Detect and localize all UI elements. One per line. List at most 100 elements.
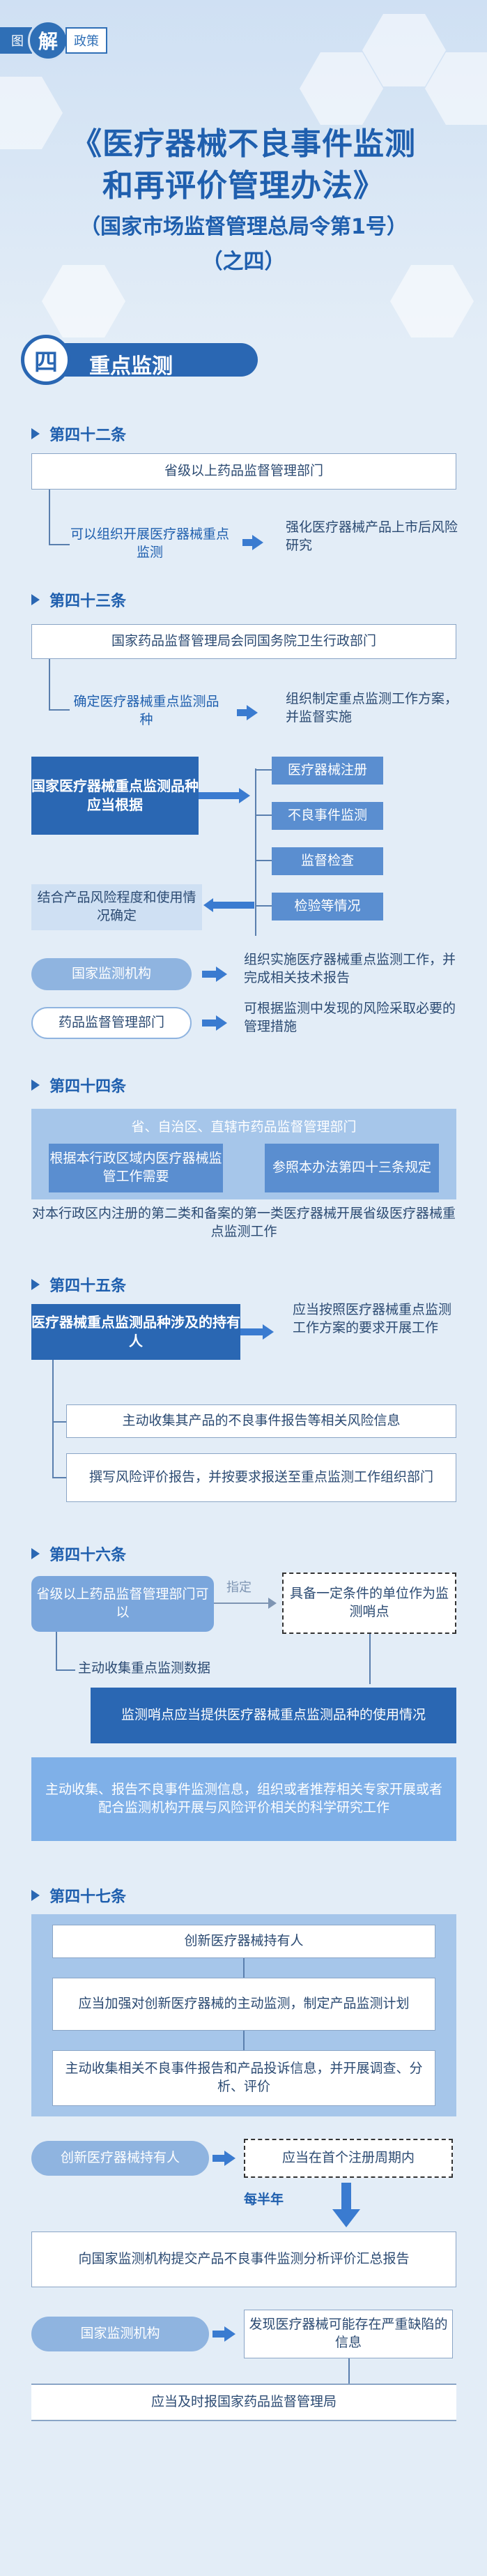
art46-dash-box: 具备一定条件的单位作为监测哨点 <box>282 1573 456 1634</box>
connector <box>49 659 50 709</box>
art44-left-box: 根据本行政区域内医疗器械监管工作需要 <box>49 1144 223 1192</box>
logo-right: 政策 <box>65 27 107 54</box>
art43-agency-pill: 国家监测机构 <box>31 958 192 990</box>
arrow-down-icon <box>332 2209 360 2227</box>
arrow-right-icon <box>216 967 227 982</box>
art42-left-box: 可以组织开展医疗器械重点监测 <box>70 526 229 560</box>
art47-dash-box: 应当在首个注册周期内 <box>244 2139 453 2178</box>
art43-basis-item-1: 医疗器械注册 <box>272 757 383 785</box>
arrow-right-icon <box>247 705 258 720</box>
article-46-heading: 第四十六条 <box>31 1543 126 1565</box>
art42-right-text: 强化医疗器械产品上市后风险研究 <box>286 520 458 553</box>
art45-item-2: 撰写风险评价报告，并按要求报送至重点监测工作组织部门 <box>66 1453 456 1502</box>
arrow-right-icon <box>224 2326 235 2342</box>
art43-agency-text: 组织实施医疗器械重点监测工作，并完成相关技术报告 <box>244 952 456 985</box>
arrow-stem <box>212 2155 226 2162</box>
arrow-right-icon <box>263 1324 274 1340</box>
art46-designate: 指定 <box>226 1580 252 1595</box>
art44-bottom-text: 对本行政区内注册的第二类和备案的第一类医疗器械开展省级医疗器械重点监测工作 <box>31 1206 456 1239</box>
arrow-right-icon <box>239 788 250 803</box>
connector <box>255 905 272 907</box>
art46-left-box: 省级以上药品监督管理部门可以 <box>31 1576 214 1632</box>
connector <box>49 490 50 544</box>
connector <box>56 1669 75 1671</box>
article-42-heading: 第四十二条 <box>31 423 126 445</box>
art47-top-box: 创新医疗器械持有人 <box>52 1925 435 1958</box>
arrow-stem <box>202 1020 217 1026</box>
art45-item-1: 主动收集其产品的不良事件报告等相关风险信息 <box>66 1404 456 1438</box>
connector <box>56 1632 57 1671</box>
art47-risk-box: 发现医疗器械可能存在严重缺陷的信息 <box>244 2310 453 2358</box>
art46-collect: 主动收集重点监测数据 <box>78 1660 211 1676</box>
hexagon-decoration <box>42 265 125 338</box>
art46-bottom-box: 主动收集、报告不良事件监测信息，组织或者推荐相关专家开展或者配合监测机构开展与风… <box>31 1757 456 1841</box>
connector <box>243 2031 245 2050</box>
art43-basis-box: 国家医疗器械重点监测品种应当根据 <box>31 757 199 835</box>
title-line2: 和再评价管理办法》 <box>102 168 385 204</box>
arrow-right-icon <box>252 535 263 550</box>
arrow-stem <box>199 792 240 799</box>
art46-sentinel-box: 监测哨点应当提供医疗器械重点监测品种的使用情况 <box>91 1688 456 1743</box>
art47-final-text: 应当及时报国家药品监督管理局 <box>31 2384 456 2421</box>
arrow-stem <box>212 902 254 909</box>
logo: 图 解 政策 <box>0 20 107 61</box>
arrow-right-icon <box>224 2151 235 2166</box>
part-label: （之四） <box>201 250 286 274</box>
arrow-stem <box>202 971 217 978</box>
connector <box>255 815 272 816</box>
arrow-stem <box>240 1328 264 1335</box>
connector <box>255 768 256 936</box>
connector <box>49 544 70 545</box>
art45-right-text: 应当按照医疗器械重点监测工作方案的要求开展工作 <box>293 1302 452 1335</box>
art43-right-text: 组织制定重点监测工作方案，并监督实施 <box>286 691 458 725</box>
arrow-stem <box>237 709 248 716</box>
article-44-heading: 第四十四条 <box>31 1074 126 1096</box>
art43-admin-text: 可根据监测中发现的风险采取必要的管理措施 <box>244 1001 456 1034</box>
art45-top-box: 医疗器械重点监测品种涉及的持有人 <box>31 1304 240 1360</box>
art43-basis-item-4: 检验等情况 <box>272 893 383 920</box>
arrow-right-icon <box>268 1598 277 1609</box>
section-label: 重点监测 <box>89 354 173 379</box>
art42-top-box: 省级以上药品监督管理部门 <box>31 453 456 490</box>
art43-top-box: 国家药品监督管理局会同国务院卫生行政部门 <box>31 624 456 659</box>
section-number: 四 <box>21 335 71 385</box>
connector <box>214 1603 270 1604</box>
art47-box3: 主动收集相关不良事件报告和产品投诉信息，并开展调查、分析、评价 <box>52 2050 435 2106</box>
connector <box>49 709 70 711</box>
art47-box2: 应当加强对创新医疗器械的主动监测，制定产品监测计划 <box>52 1978 435 2031</box>
art43-basis-item-2: 不良事件监测 <box>272 802 383 830</box>
art47-pill: 创新医疗器械持有人 <box>31 2141 209 2176</box>
article-45-heading: 第四十五条 <box>31 1273 126 1296</box>
art43-basis-item-3: 监督检查 <box>272 847 383 875</box>
art44-right-box: 参照本办法第四十三条规定 <box>265 1144 439 1192</box>
connector <box>369 1634 371 1684</box>
art43-combine-text: 结合产品风险程度和使用情况确定 <box>31 884 202 930</box>
arrow-stem <box>341 2183 351 2211</box>
header-banner: 图 解 政策 《医疗器械不良事件监测 和再评价管理办法》 （国家市场监督管理总局… <box>0 0 487 345</box>
logo-left: 图 <box>0 27 32 54</box>
section-pill <box>49 343 258 377</box>
title-line1: 《医疗器械不良事件监测 <box>71 126 416 162</box>
art43-left-box: 确定医疗器械重点监测品种 <box>73 694 219 727</box>
connector <box>52 1360 54 1478</box>
section-banner: 四 重点监测 <box>21 335 258 385</box>
connector <box>243 1958 245 1978</box>
connector <box>52 1421 79 1423</box>
connector <box>348 2358 350 2384</box>
subtitle: （国家市场监督管理总局令第1号） <box>79 215 408 239</box>
arrow-right-icon <box>216 1015 227 1031</box>
art43-admin-pill: 药品监督管理部门 <box>31 1007 192 1039</box>
arrow-left-icon <box>203 898 213 912</box>
arrow-stem <box>212 2331 226 2338</box>
connector <box>255 769 272 771</box>
art47-agency-pill: 国家监测机构 <box>31 2317 209 2351</box>
art47-report-box: 向国家监测机构提交产品不良事件监测分析评价汇总报告 <box>31 2232 456 2287</box>
article-43-heading: 第四十三条 <box>31 589 126 611</box>
hexagon-decoration <box>390 265 474 338</box>
article-47-heading: 第四十七条 <box>31 1884 126 1907</box>
connector <box>255 860 272 861</box>
art47-half-year: 每半年 <box>244 2192 284 2207</box>
connector <box>52 1477 79 1478</box>
arrow-stem <box>242 539 254 546</box>
logo-mid: 解 <box>28 20 68 61</box>
